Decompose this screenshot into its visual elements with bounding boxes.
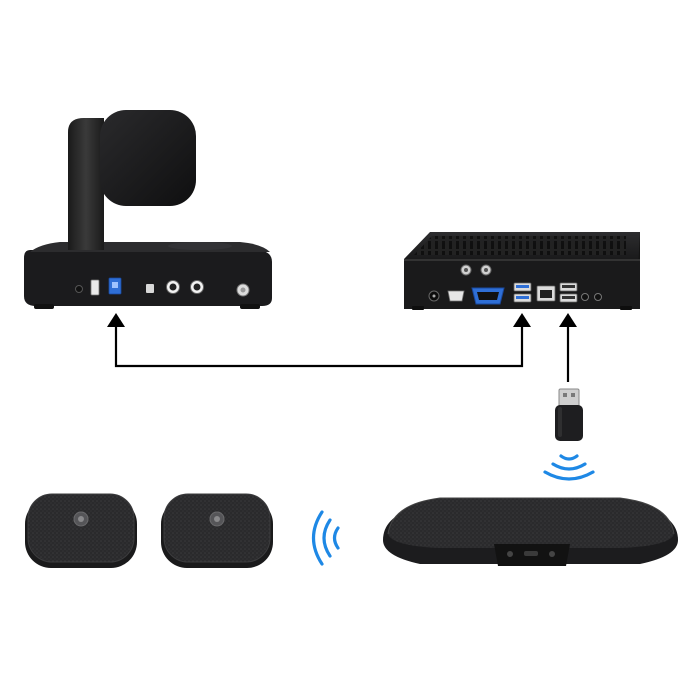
speakerphone <box>383 497 678 566</box>
usb-dongle <box>555 388 583 441</box>
speakerphone-top <box>388 498 674 548</box>
usb-cable-line <box>114 326 524 368</box>
camera-head <box>100 110 196 206</box>
pc-audio-jack-2 <box>594 293 602 301</box>
wireless-signal-icon <box>543 454 595 481</box>
arrow-up-icon <box>107 313 125 327</box>
speakerphone-port-panel <box>494 544 570 566</box>
extension-mic-2 <box>161 493 273 568</box>
camera-port-panel <box>75 277 250 297</box>
camera-to-pc-connection <box>107 313 531 368</box>
camera-arm <box>68 118 104 250</box>
pc-audio-jack-1 <box>581 293 589 301</box>
camera-hdmi-port <box>90 279 100 296</box>
pc-usb2-ports <box>559 282 578 303</box>
pc-hdmi-port <box>447 290 465 302</box>
extension-mic-1 <box>25 493 137 568</box>
camera-base <box>24 242 272 309</box>
arrow-up-icon <box>513 313 531 327</box>
camera-reset-button <box>146 284 154 293</box>
wireless-signal-icon <box>311 510 340 566</box>
dongle-connector <box>558 388 580 407</box>
pc-usb3-ports <box>513 282 532 303</box>
mini-pc <box>404 232 640 310</box>
dongle-to-pc-connection <box>559 313 577 382</box>
camera-dc-jack <box>75 285 83 293</box>
arrow-up-icon <box>559 313 577 327</box>
ptz-camera <box>24 110 272 309</box>
